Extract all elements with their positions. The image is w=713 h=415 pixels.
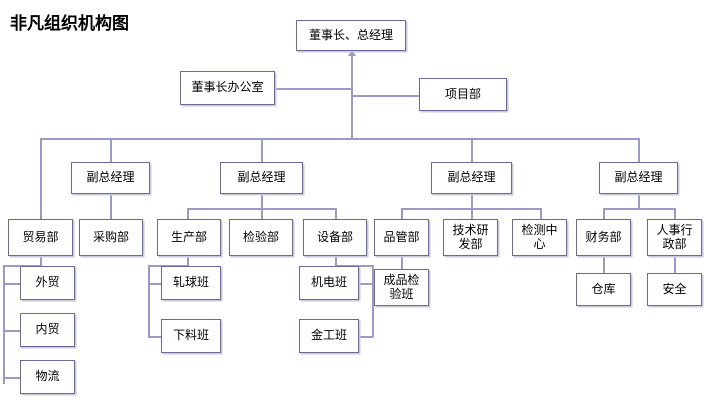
node-vp-1[interactable]: 副总经理 bbox=[71, 162, 150, 194]
node-vp-2[interactable]: 副总经理 bbox=[220, 162, 303, 194]
connector-vp2-to-equipment bbox=[335, 208, 337, 219]
connector-bus-to-vp1 bbox=[110, 138, 112, 162]
connector-vp2-stem bbox=[261, 194, 263, 208]
connector-project-dept bbox=[352, 95, 420, 97]
connector-production-to-ball bbox=[148, 283, 162, 285]
node-purchasing-dept[interactable]: 采购部 bbox=[79, 219, 143, 256]
connector-trade-to-foreign bbox=[3, 283, 20, 285]
connector-vp3-to-testing bbox=[540, 208, 542, 219]
connector-equipment-spine bbox=[372, 265, 374, 337]
node-warehouse[interactable]: 仓库 bbox=[576, 273, 631, 306]
node-testing-center[interactable]: 检测中 心 bbox=[512, 219, 567, 256]
connector-trade-to-domestic bbox=[3, 330, 20, 332]
node-inspection-dept[interactable]: 检验部 bbox=[229, 219, 293, 256]
connector-vp2-to-inspection bbox=[261, 208, 263, 219]
connector-vp4-to-hr bbox=[674, 208, 676, 219]
connector-vp1-to-purchasing bbox=[110, 194, 112, 219]
connector-equipment-stem bbox=[335, 256, 337, 266]
connector-chairman-office bbox=[274, 88, 352, 90]
node-project-dept[interactable]: 项目部 bbox=[419, 78, 507, 111]
connector-vp4-to-finance bbox=[603, 208, 605, 219]
connector-production-to-cutting bbox=[148, 336, 162, 338]
node-finished-inspect-team[interactable]: 成品检 验班 bbox=[374, 269, 429, 306]
connector-equipment-stem-h bbox=[335, 265, 373, 267]
node-finance-dept[interactable]: 财务部 bbox=[576, 219, 631, 256]
node-chairman-gm[interactable]: 董事长、总经理 bbox=[296, 20, 406, 51]
node-domestic-trade[interactable]: 内贸 bbox=[20, 313, 75, 347]
connector-vp3-to-rnd bbox=[471, 208, 473, 219]
arrow-to-chairman bbox=[348, 50, 356, 56]
node-hr-admin-dept[interactable]: 人事行 政部 bbox=[647, 219, 702, 256]
node-production-dept[interactable]: 生产部 bbox=[157, 219, 221, 256]
node-rnd-dept[interactable]: 技术研 发部 bbox=[443, 219, 498, 256]
connector-vp3-to-quality bbox=[401, 208, 403, 219]
node-machining-team[interactable]: 金工班 bbox=[299, 319, 359, 353]
connector-trade-stem bbox=[40, 256, 42, 266]
connector-vp4-bus bbox=[603, 208, 674, 210]
node-foreign-trade[interactable]: 外贸 bbox=[20, 266, 75, 300]
node-electrical-team[interactable]: 机电班 bbox=[299, 266, 359, 300]
connector-vp3-stem bbox=[471, 194, 473, 208]
connector-finance-to-warehouse bbox=[603, 256, 605, 273]
connector-trade-spine bbox=[3, 265, 5, 384]
node-cutting-team[interactable]: 下料班 bbox=[161, 319, 221, 353]
connector-vp4-stem bbox=[638, 194, 640, 208]
connector-vp2-to-production bbox=[187, 208, 189, 219]
connector-production-spine bbox=[148, 265, 150, 337]
connector-hr-to-safety bbox=[674, 256, 676, 273]
connector-production-stem bbox=[187, 256, 189, 266]
node-equipment-dept[interactable]: 设备部 bbox=[303, 219, 367, 256]
node-logistics[interactable]: 物流 bbox=[20, 360, 75, 394]
node-safety[interactable]: 安全 bbox=[647, 273, 702, 306]
node-chairman-office[interactable]: 董事长办公室 bbox=[180, 71, 275, 105]
connector-trade-stem-h bbox=[3, 265, 41, 267]
connector-bus-to-vp4 bbox=[638, 138, 640, 162]
connector-production-stem-h bbox=[148, 265, 188, 267]
connector-bus-to-vp3 bbox=[471, 138, 473, 162]
connector-trade-to-logistics bbox=[3, 377, 20, 379]
connector-equipment-to-machining bbox=[358, 336, 373, 338]
connector-bus-to-vp2 bbox=[261, 138, 263, 162]
node-quality-dept[interactable]: 品管部 bbox=[374, 219, 429, 256]
node-vp-4[interactable]: 副总经理 bbox=[599, 162, 678, 194]
connector-vp-bus bbox=[40, 138, 639, 140]
connector-equipment-to-electrical bbox=[358, 283, 373, 285]
connector-bus-to-trade-dept bbox=[40, 138, 42, 219]
node-ball-rolling-team[interactable]: 轧球班 bbox=[161, 266, 221, 300]
node-trade-dept[interactable]: 贸易部 bbox=[8, 219, 73, 256]
node-vp-3[interactable]: 副总经理 bbox=[431, 162, 512, 194]
connector-trunk-to-chairman bbox=[351, 56, 353, 139]
connector-quality-to-finished bbox=[401, 256, 403, 269]
page-title: 非凡组织机构图 bbox=[10, 14, 129, 34]
